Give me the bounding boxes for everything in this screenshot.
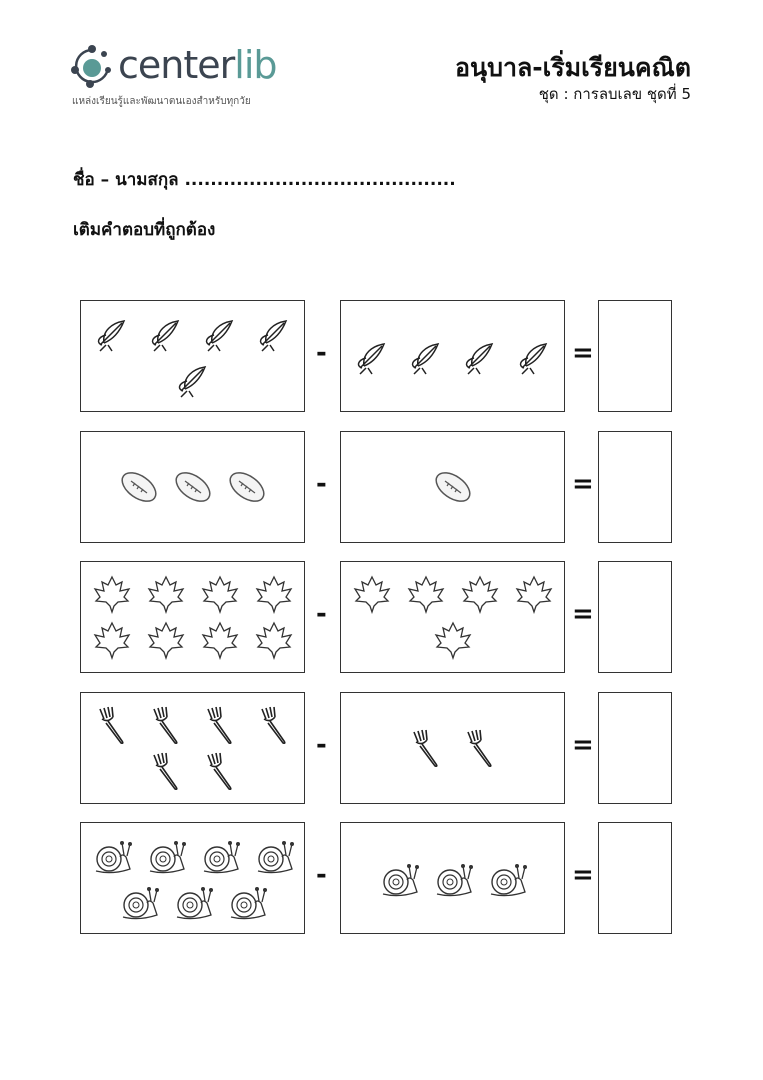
- equals-sign: =: [572, 860, 594, 890]
- butterfly-icon: [357, 343, 385, 375]
- maple-leaf-icon: [147, 575, 184, 614]
- logo-tagline: แหล่งเรียนรู้และพัฒนาตนเองสำหรับทุกวัย: [72, 96, 251, 107]
- fork-icon: [466, 729, 492, 768]
- snail-icon: [490, 864, 527, 897]
- football-icon: [120, 472, 157, 502]
- maple-leaf-icon: [93, 575, 130, 614]
- equals-sign: =: [572, 338, 594, 368]
- football-icon: [434, 472, 471, 502]
- fork-icon: [98, 706, 124, 745]
- snail-icon: [436, 864, 473, 897]
- answer-box[interactable]: [598, 431, 672, 543]
- maple-leaf-icon: [201, 621, 238, 660]
- snail-icon: [122, 887, 159, 920]
- butterfly-icon: [411, 343, 439, 375]
- snail-icon: [176, 887, 213, 920]
- minuend-box: [80, 300, 305, 412]
- football-icon: [174, 472, 211, 502]
- equals-sign: =: [572, 599, 594, 629]
- fork-icon: [152, 706, 178, 745]
- problem-row: -=: [80, 561, 672, 675]
- snail-icon: [257, 841, 294, 874]
- butterfly-icon: [205, 320, 233, 352]
- problem-row: -=: [80, 300, 672, 414]
- logo-text-accent: lib: [234, 43, 277, 87]
- answer-box[interactable]: [598, 692, 672, 804]
- maple-leaf-icon: [353, 575, 390, 614]
- fork-icon: [206, 706, 232, 745]
- subtrahend-box: [340, 431, 565, 543]
- minus-sign: -: [316, 338, 327, 368]
- problem-row: -=: [80, 692, 672, 806]
- minus-sign: -: [316, 730, 327, 760]
- fork-icon: [260, 706, 286, 745]
- maple-leaf-icon: [147, 621, 184, 660]
- snail-icon: [382, 864, 419, 897]
- maple-leaf-icon: [201, 575, 238, 614]
- logo-text-dark: center: [118, 43, 235, 87]
- minuend-box: [80, 822, 305, 934]
- maple-leaf-icon: [515, 575, 552, 614]
- minus-sign: -: [316, 469, 327, 499]
- minuend-box: [80, 431, 305, 543]
- answer-box[interactable]: [598, 822, 672, 934]
- equals-sign: =: [572, 469, 594, 499]
- snail-icon: [95, 841, 132, 874]
- worksheet-title: อนุบาล-เริ่มเรียนคณิต: [454, 53, 691, 82]
- subtrahend-box: [340, 692, 565, 804]
- instruction: เติมคำตอบที่ถูกต้อง: [73, 220, 216, 240]
- butterfly-icon: [519, 343, 547, 375]
- butterfly-icon: [465, 343, 493, 375]
- subtrahend-box: [340, 822, 565, 934]
- maple-leaf-icon: [255, 621, 292, 660]
- maple-leaf-icon: [461, 575, 498, 614]
- minuend-box: [80, 692, 305, 804]
- minus-sign: -: [316, 860, 327, 890]
- problem-row: -=: [80, 822, 672, 936]
- maple-leaf-icon: [93, 621, 130, 660]
- fork-icon: [152, 752, 178, 791]
- football-icon: [228, 472, 265, 502]
- minus-sign: -: [316, 599, 327, 629]
- name-field[interactable]: ชื่อ – นามสกุล .........................…: [73, 170, 456, 190]
- maple-leaf-icon: [255, 575, 292, 614]
- fork-icon: [412, 729, 438, 768]
- equals-sign: =: [572, 730, 594, 760]
- minuend-box: [80, 561, 305, 673]
- snail-icon: [203, 841, 240, 874]
- butterfly-icon: [151, 320, 179, 352]
- butterfly-icon: [259, 320, 287, 352]
- maple-leaf-icon: [434, 621, 471, 660]
- answer-box[interactable]: [598, 561, 672, 673]
- subtrahend-box: [340, 561, 565, 673]
- maple-leaf-icon: [407, 575, 444, 614]
- butterfly-icon: [178, 366, 206, 398]
- answer-box[interactable]: [598, 300, 672, 412]
- worksheet-subtitle: ชุด : การลบเลข ชุดที่ 5: [538, 85, 691, 103]
- butterfly-icon: [97, 320, 125, 352]
- subtrahend-box: [340, 300, 565, 412]
- snail-icon: [230, 887, 267, 920]
- problem-row: -=: [80, 431, 672, 545]
- fork-icon: [206, 752, 232, 791]
- snail-icon: [149, 841, 186, 874]
- logo-mark-icon: [71, 45, 111, 88]
